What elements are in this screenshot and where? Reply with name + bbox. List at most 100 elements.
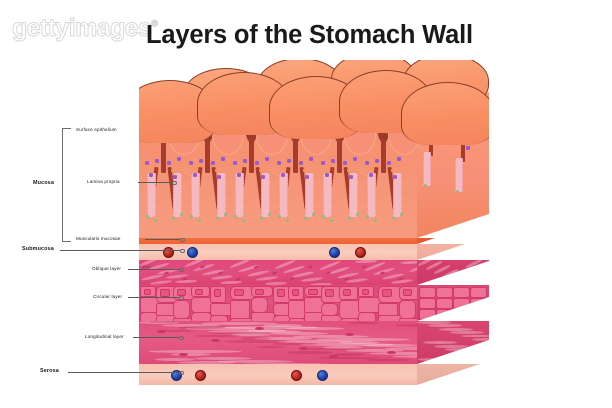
artery-submucosa-0 <box>163 247 174 258</box>
layer-serosa <box>139 364 417 385</box>
circular-cell-nucleus-39 <box>382 289 392 297</box>
layer-submucosa <box>139 244 417 260</box>
side-circular-cell-1 <box>419 298 436 309</box>
leader-dot-submucosa <box>180 248 185 254</box>
longitudinal-nucleus-2 <box>255 327 264 331</box>
parietal-cell-1-2 <box>211 161 216 166</box>
parietal-cell-4-3 <box>353 157 358 162</box>
circular-cell-nucleus-24 <box>292 289 299 296</box>
label-surface-epithelium: Surface epithelium <box>76 127 117 132</box>
circular-cell-nucleus-12 <box>214 289 221 297</box>
longitudinal-fibre-22 <box>385 347 417 351</box>
gland-duct-2 <box>249 139 254 173</box>
parietal-cell-2-0 <box>233 161 238 166</box>
chief-cell-2-0 <box>234 215 238 219</box>
oblique-nucleus-7 <box>271 271 278 276</box>
side-longitudinal-fibre-11 <box>418 358 452 361</box>
leader-longitudinal-layer <box>133 337 179 338</box>
longitudinal-fibre-21 <box>362 344 417 348</box>
label-circular-layer: Circular layer <box>93 294 123 299</box>
side-circular-cell-4 <box>436 298 453 309</box>
circular-cell-14 <box>210 315 228 321</box>
parietal-cell-3-0 <box>277 161 282 166</box>
longitudinal-fibre-dark-1 <box>179 326 225 329</box>
label-longitudinal-layer: Longitudinal layer <box>85 334 124 339</box>
longitudinal-nucleus-6 <box>179 353 188 357</box>
circular-cell-31 <box>321 302 338 316</box>
longitudinal-nucleus-3 <box>299 347 308 351</box>
mucous-neck-cell-1-1 <box>215 169 219 173</box>
parietal-cell-3-4 <box>281 173 286 178</box>
chief-cell-2-2 <box>260 217 264 221</box>
artery-submucosa-3 <box>355 247 366 258</box>
circular-cell-nucleus-6 <box>177 289 186 296</box>
chief-cell-1-2 <box>216 217 220 221</box>
label-serosa: Serosa <box>40 368 59 374</box>
side-oblique-fibre-5 <box>457 276 474 285</box>
gland-column-right-3 <box>305 173 314 217</box>
parietal-cell-2-4 <box>237 173 242 178</box>
longitudinal-fibre-24 <box>171 353 211 357</box>
label-oblique-layer: Oblique layer <box>92 266 122 271</box>
epithelial-dome-front-4 <box>401 82 489 145</box>
chief-cell-0-2 <box>172 217 176 221</box>
circular-cell-43 <box>399 299 416 319</box>
longitudinal-fibre-23 <box>148 350 242 354</box>
parietal-cell-1-1 <box>199 159 204 164</box>
leader-dot-longitudinal-layer <box>179 335 184 341</box>
layer-surface-epithelium <box>139 60 489 150</box>
gland-column-right-5 <box>393 173 402 217</box>
gland-column-left-5 <box>367 173 376 217</box>
oblique-fibre-13 <box>255 275 279 282</box>
parietal-cell-5-4 <box>369 173 374 178</box>
getty-images-watermark: gettyimages® <box>11 14 158 43</box>
side-longitudinal-fibre-1 <box>428 324 462 327</box>
parietal-cell-3-3 <box>309 157 314 162</box>
chief-cell-1-1 <box>198 219 202 223</box>
chief-cell-3-3 <box>312 213 316 217</box>
circular-cell-nucleus-30 <box>325 289 334 297</box>
circular-cell-20 <box>251 312 275 321</box>
longitudinal-fibre-15 <box>224 325 318 329</box>
chief-cell-5-0 <box>366 215 370 219</box>
chief-cell-4-3 <box>356 213 360 217</box>
longitudinal-fibre-11 <box>392 355 417 359</box>
circular-cell-nucleus-36 <box>362 289 369 295</box>
side-circular-cell-0 <box>419 287 436 298</box>
oblique-fibre-23 <box>345 277 369 284</box>
parietal-cell-0-3 <box>177 157 182 162</box>
longitudinal-fibre-dark-4 <box>272 342 318 345</box>
side-circular-cell-8 <box>453 309 470 320</box>
side-circular-cell-11 <box>470 309 487 320</box>
side-longitudinal-fibre-5 <box>472 338 489 341</box>
longitudinal-fibre-28 <box>263 323 303 327</box>
circular-cell-nucleus-3 <box>160 289 170 297</box>
parietal-cell-5-3 <box>397 157 402 162</box>
side-circular-cell-2 <box>419 309 436 320</box>
longitudinal-fibre-dark-10 <box>194 335 240 338</box>
mucous-neck-cell-4-0 <box>327 167 331 171</box>
mucous-neck-cell-0-1 <box>171 169 175 173</box>
side-longitudinal-fibre-4 <box>461 335 489 338</box>
longitudinal-fibre-12 <box>155 358 195 362</box>
longitudinal-fibre-dark-13 <box>287 351 333 354</box>
gland-column-right-1 <box>217 173 226 217</box>
layer-circular <box>139 285 417 321</box>
oblique-fibre-9 <box>219 280 243 285</box>
leader-dot-lamina-propria <box>172 180 177 186</box>
gland-duct-4 <box>337 139 342 173</box>
parietal-cell-2-5 <box>261 175 266 180</box>
longitudinal-fibre-25 <box>194 356 252 360</box>
longitudinal-fibre-7 <box>300 342 394 346</box>
gland-column-right-4 <box>349 173 358 217</box>
side-parietal-cell-1 <box>466 146 470 150</box>
parietal-cell-1-0 <box>189 161 194 166</box>
longitudinal-fibre-dark-5 <box>303 348 365 351</box>
chief-cell-1-0 <box>190 215 194 219</box>
mucous-neck-cell-0-0 <box>151 167 155 171</box>
leader-circular-layer <box>128 297 179 298</box>
circular-cell-nucleus-0 <box>144 289 151 295</box>
longitudinal-nucleus-4 <box>345 333 354 337</box>
chief-cell-0-3 <box>180 213 184 217</box>
chief-cell-3-1 <box>286 219 290 223</box>
